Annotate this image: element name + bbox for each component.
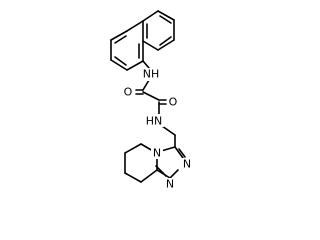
bond: [160, 146, 176, 152]
bond: [159, 36, 172, 46]
bond: [142, 40, 159, 51]
bond: [114, 56, 127, 66]
bond: [161, 125, 176, 136]
atom-label-nh-top: NH: [143, 68, 160, 81]
atom-label-hn-mid: HN: [146, 115, 163, 128]
bond: [157, 10, 175, 21]
bond: [110, 59, 128, 71]
bond: [142, 60, 150, 69]
bond: [159, 15, 172, 24]
bond: [114, 35, 127, 44]
molecule-diagram: NH O O HN N N N: [110, 10, 193, 191]
bond: [126, 60, 144, 71]
bond: [142, 79, 150, 91]
bond: [169, 169, 179, 179]
atom-label-n-triazole-bottom: N: [166, 178, 174, 191]
bond: [140, 169, 158, 183]
bond: [178, 148, 186, 158]
atom-label-n-ring-fused: N: [153, 147, 161, 160]
bond: [124, 143, 142, 154]
bond: [142, 91, 160, 101]
atom-labels: NH O O HN N N N: [122, 68, 193, 191]
bond: [124, 172, 142, 183]
bond: [174, 146, 184, 159]
bond: [142, 10, 159, 22]
atom-label-o-left: O: [124, 86, 133, 99]
atom-label-o-right: O: [169, 96, 178, 109]
bond: [126, 20, 144, 32]
bond: [157, 39, 175, 51]
atom-label-n-triazole-right: N: [183, 158, 191, 171]
bonds: [110, 10, 186, 183]
bond: [110, 30, 128, 41]
